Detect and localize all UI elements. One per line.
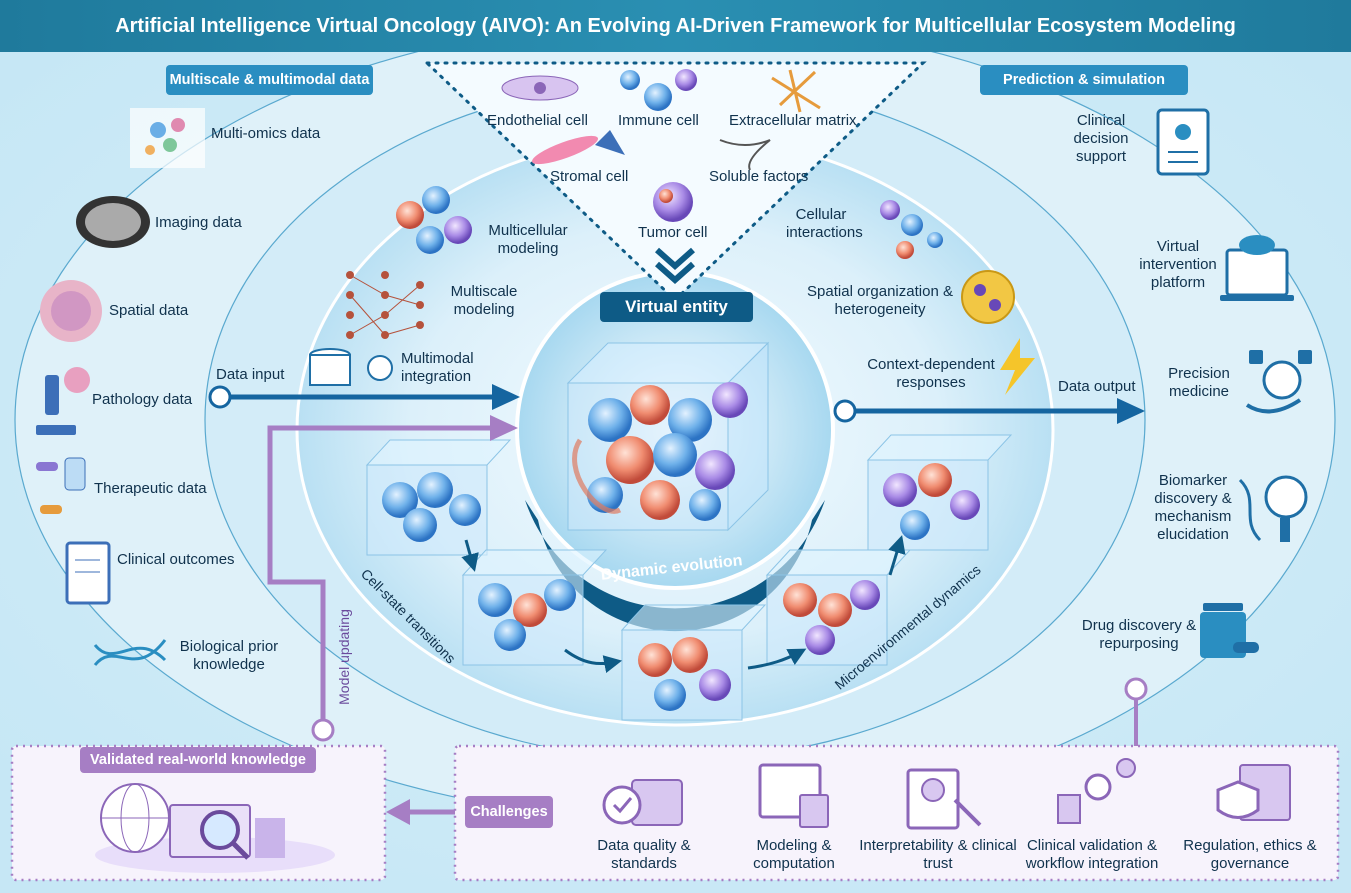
label-context-dependent: Context-dependent responses [867, 356, 995, 391]
left-item-spatial: Spatial data [109, 302, 189, 319]
validated-heading: Validated real-world knowledge [80, 747, 316, 773]
multi-omics-icon [130, 108, 205, 168]
challenge-regulation: Regulation, ethics & governance [1183, 837, 1317, 872]
challenge-data-quality: Data quality & standards [597, 837, 691, 872]
label-multicellular-modeling: Multicellular modeling [488, 222, 568, 257]
left-item-clinical-outcomes: Clinical outcomes [117, 551, 235, 568]
right-item-decision-support: Clinical decision support [1073, 112, 1129, 165]
label-cellular-interactions: Cellular interactions [786, 206, 863, 241]
spatial-heterogeneity-icon [961, 270, 1015, 324]
label-spatial-organization: Spatial organization & heterogeneity [807, 283, 953, 318]
virtual-entity-cube [566, 341, 770, 532]
dna-gear-icon [1238, 475, 1308, 542]
soluble-factors-icon [719, 139, 771, 171]
right-item-drug-discovery: Drug discovery & repurposing [1081, 617, 1197, 652]
challenge-modeling-computation: Modeling & computation [753, 837, 835, 872]
globe-laptop-icon [95, 783, 335, 873]
interpretability-icon [906, 768, 982, 830]
dynamic-evolution-band [525, 500, 825, 632]
left-panel-heading: Multiscale & multimodal data [166, 65, 373, 95]
challenges-heading: Challenges [465, 796, 553, 828]
endothelial-cell-icon [501, 75, 579, 101]
medical-clipboard-icon [1156, 108, 1210, 176]
database-icon [309, 348, 393, 386]
data-output-arrow [833, 398, 1145, 424]
clipboard-icon [65, 541, 111, 605]
right-item-biomarker: Biomarker discovery & mechanism elucidat… [1154, 472, 1232, 543]
medicine-bottle-icon [1200, 603, 1259, 658]
left-item-imaging: Imaging data [155, 214, 242, 231]
pills-iv-bag-icon [36, 457, 86, 514]
stromal-cell-icon [531, 130, 625, 165]
data-output-label: Data output [1058, 378, 1136, 395]
label-multimodal-integration: Multimodal integration [401, 350, 474, 385]
right-item-precision-medicine: Precision medicine [1168, 365, 1230, 400]
virtual-entity-label: Virtual entity [600, 292, 753, 322]
evolution-cube-2 [461, 549, 608, 666]
model-updating-label: Model updating [335, 609, 352, 705]
evolution-cube-3 [620, 604, 767, 721]
right-item-virtual-intervention: Virtual intervention platform [1139, 238, 1217, 291]
left-item-pathology: Pathology data [92, 391, 193, 408]
ecm-icon [771, 69, 821, 113]
challenge-interpretability: Interpretability & clinical trust [859, 837, 1017, 872]
immune-cell-icon [620, 69, 697, 111]
lightning-icon [1000, 338, 1035, 395]
microscope-icon [36, 367, 90, 435]
model-updating-path [267, 415, 518, 742]
left-item-prior-knowledge: Biological prior knowledge [179, 638, 279, 673]
challenge-clinical-validation: Clinical validation & workflow integrati… [1025, 837, 1159, 872]
page-title: Artificial Intelligence Virtual Oncology… [0, 0, 1351, 52]
evolution-cube-5 [866, 434, 1013, 551]
right-panel-heading: Prediction & simulation [980, 65, 1188, 95]
label-soluble-factors: Soluble factors [709, 168, 809, 185]
neural-network-icon [346, 271, 424, 339]
spatial-tissue-icon [40, 280, 102, 342]
data-quality-icon [602, 779, 683, 826]
regulation-icon [1216, 764, 1291, 821]
evolution-cube-4 [765, 549, 912, 666]
tumor-cell-icon [653, 182, 693, 222]
left-item-multi-omics: Multi-omics data [211, 125, 321, 142]
left-item-therapeutic: Therapeutic data [94, 480, 207, 497]
label-multiscale-modeling: Multiscale modeling [450, 283, 518, 318]
validation-workflow-icon [1057, 758, 1136, 824]
label-stromal-cell: Stromal cell [550, 168, 629, 185]
cellular-interactions-icon [880, 200, 943, 259]
data-input-label: Data input [216, 366, 285, 383]
cloud-laptop-icon [1220, 235, 1294, 301]
label-tumor-cell: Tumor cell [638, 224, 708, 241]
ct-scan-icon [76, 196, 150, 248]
cell-components-triangle [423, 61, 927, 303]
label-endothelial-cell: Endothelial cell [487, 112, 588, 129]
computation-icon [758, 763, 829, 828]
dna-icon [93, 639, 167, 666]
hand-pill-icon [1245, 350, 1312, 414]
label-immune-cell: Immune cell [618, 112, 699, 129]
label-extracellular-matrix: Extracellular matrix [729, 112, 857, 129]
multicellular-icon [396, 186, 472, 254]
data-input-arrow [208, 384, 520, 410]
